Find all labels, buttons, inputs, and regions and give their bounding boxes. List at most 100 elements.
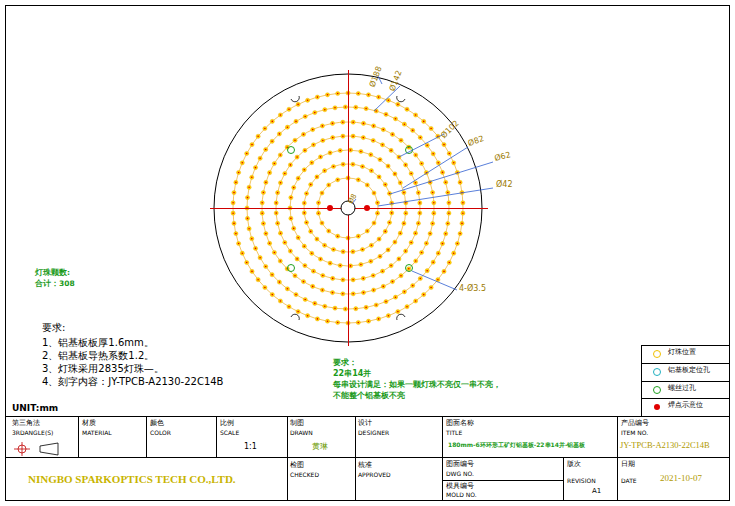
solder-dot bbox=[371, 245, 373, 247]
solder-dot bbox=[408, 268, 410, 270]
title-block-cell: 比例 bbox=[220, 420, 234, 428]
note-text: 灯珠颗数: bbox=[35, 269, 70, 277]
solder-dot bbox=[288, 306, 290, 308]
led-mark bbox=[436, 251, 440, 255]
solder-dot bbox=[415, 300, 417, 302]
solder-dot bbox=[352, 279, 354, 281]
solder-dot bbox=[447, 223, 449, 225]
led-mark bbox=[372, 288, 376, 292]
led-mark bbox=[302, 168, 306, 172]
led-mark bbox=[263, 285, 267, 289]
solder-dot bbox=[373, 125, 375, 127]
led-mark bbox=[331, 136, 335, 140]
title-block-cell: UNIT:mm bbox=[12, 404, 58, 414]
solder-dot bbox=[373, 289, 375, 291]
led-mark bbox=[377, 95, 381, 99]
led-mark bbox=[409, 240, 413, 244]
solder-dot bbox=[324, 109, 326, 111]
solder-dot bbox=[394, 173, 396, 175]
solder-dot bbox=[307, 315, 309, 317]
solder-dot bbox=[265, 266, 267, 268]
led-mark bbox=[260, 201, 264, 205]
led-mark bbox=[444, 180, 448, 184]
solder-dot bbox=[314, 303, 316, 305]
led-mark bbox=[366, 93, 370, 97]
led-mark bbox=[302, 211, 306, 215]
led-mark bbox=[258, 256, 262, 260]
solder-dot bbox=[277, 223, 279, 225]
title-block-cell: 核准 bbox=[358, 462, 372, 470]
led-mark bbox=[404, 249, 408, 253]
solder-dot bbox=[290, 250, 292, 252]
solder-dot bbox=[324, 170, 326, 172]
led-mark bbox=[341, 120, 345, 124]
solder-dot bbox=[322, 289, 324, 291]
led-mark bbox=[458, 180, 462, 184]
solder-dot bbox=[235, 182, 237, 184]
led-mark bbox=[320, 191, 324, 195]
led-mark bbox=[315, 237, 319, 241]
led-mark bbox=[386, 314, 390, 318]
led-mark bbox=[369, 169, 373, 173]
solder-dot bbox=[303, 134, 305, 136]
title-block-cell: A1 bbox=[592, 488, 601, 496]
solder-dot bbox=[438, 252, 440, 254]
solder-dot bbox=[251, 144, 253, 146]
led-mark bbox=[250, 269, 254, 273]
solder-dot bbox=[290, 197, 292, 199]
led-mark bbox=[404, 163, 408, 167]
led-mark bbox=[356, 320, 360, 324]
solder-dot bbox=[398, 258, 400, 260]
led-mark bbox=[381, 128, 385, 132]
solder-dot bbox=[350, 149, 352, 151]
solder-dot bbox=[297, 237, 299, 239]
solder-dot bbox=[337, 322, 339, 324]
title-block-cell: 日期 bbox=[621, 461, 635, 469]
led-mark bbox=[341, 250, 345, 254]
dimension-label: Ø142 bbox=[389, 70, 405, 93]
led-mark bbox=[399, 138, 403, 142]
solder-dot bbox=[264, 287, 266, 289]
led-mark bbox=[311, 269, 315, 273]
title-block-cell: 设计 bbox=[358, 420, 372, 428]
solder-dot bbox=[392, 134, 394, 136]
solder-dot bbox=[288, 109, 290, 111]
title-block-cell: 版次 bbox=[567, 461, 581, 469]
solder-dot bbox=[261, 212, 263, 214]
solder-dot bbox=[443, 271, 445, 273]
solder-dot bbox=[423, 121, 425, 123]
solder-dot bbox=[271, 274, 273, 276]
led-mark bbox=[264, 232, 268, 236]
title-block-cell: JY-TPCB-A2130-22C14B bbox=[620, 441, 710, 450]
solder-dot bbox=[329, 152, 331, 154]
dimension-label: Ø82 bbox=[467, 135, 485, 149]
solder-dot bbox=[390, 265, 392, 267]
led-mark bbox=[288, 163, 292, 167]
solder-dot bbox=[310, 184, 312, 186]
led-mark bbox=[253, 166, 257, 170]
led-mark bbox=[402, 191, 406, 195]
solder-dot bbox=[238, 172, 240, 174]
solder-dot bbox=[415, 182, 417, 184]
solder-dot bbox=[246, 153, 248, 155]
led-mark bbox=[393, 295, 397, 299]
led-mark bbox=[338, 148, 342, 152]
led-mark bbox=[303, 148, 307, 152]
note-text: 3、灯珠采用2835灯珠—。 bbox=[42, 363, 164, 374]
solder-dot bbox=[395, 118, 397, 120]
led-mark bbox=[390, 280, 394, 284]
solder-dot bbox=[342, 135, 344, 137]
led-mark bbox=[274, 201, 278, 205]
led-mark bbox=[323, 169, 327, 173]
led-mark bbox=[278, 113, 282, 117]
note-text: 4、刻字内容：JY-TPCB-A2130-22C14B bbox=[42, 376, 223, 387]
led-mark bbox=[416, 221, 420, 225]
solder-dot bbox=[342, 251, 344, 253]
solder-dot bbox=[280, 300, 282, 302]
led-mark bbox=[278, 299, 282, 303]
led-mark bbox=[397, 155, 401, 159]
led-mark bbox=[341, 278, 345, 282]
solder-dot bbox=[312, 129, 314, 131]
legend-text: 螺丝过孔 bbox=[668, 385, 696, 393]
